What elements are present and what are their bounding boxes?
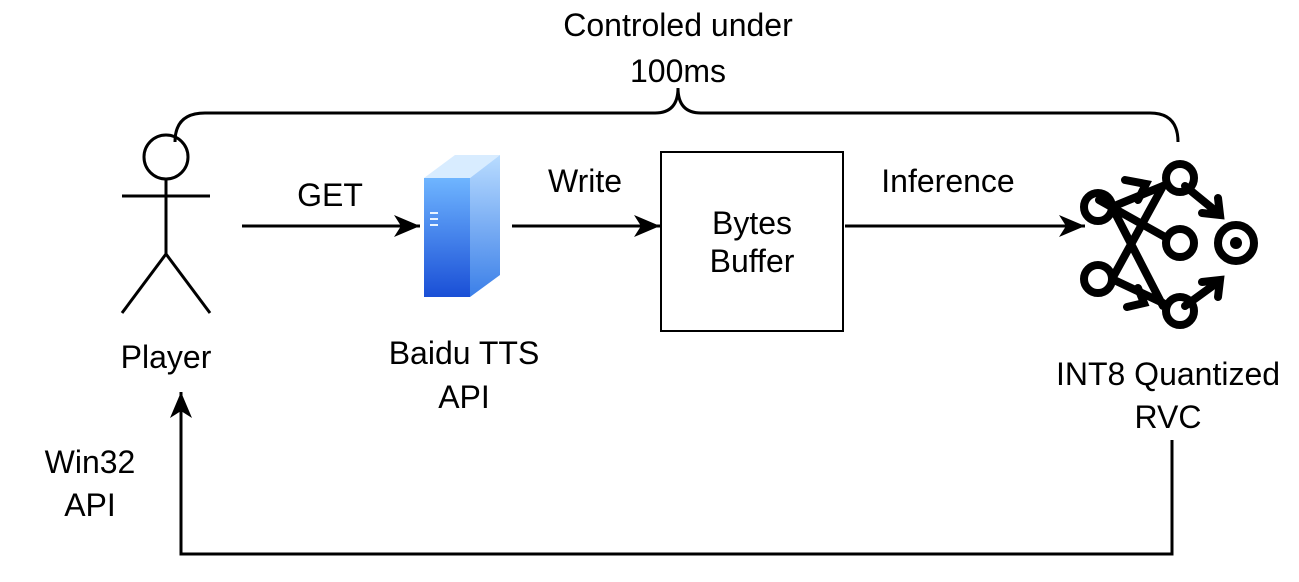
win32-label-line1: Win32	[44, 444, 136, 480]
buffer-label-line1: Bytes	[711, 204, 792, 241]
write-label: Write	[547, 163, 623, 199]
win32-return-arrow	[170, 392, 1174, 556]
get-label: GET	[297, 177, 363, 213]
server-label-line2: API	[438, 379, 490, 415]
buffer-label-line2: Buffer	[709, 242, 795, 279]
player-label: Player	[120, 339, 212, 375]
win32-label-line2: API	[64, 487, 116, 523]
server-icon	[424, 155, 500, 297]
stick-figure-icon	[120, 133, 212, 314]
model-label-line2: RVC	[1134, 399, 1202, 435]
model-label-line1: INT8 Quantized	[1055, 356, 1281, 392]
inference-label: Inference	[881, 163, 1015, 199]
bracket-label-line1: Controled under	[563, 7, 793, 43]
bytes-buffer-box: Bytes Buffer	[660, 151, 844, 332]
bracket-label-line2: 100ms	[629, 53, 727, 89]
server-label-line1: Baidu TTS	[388, 335, 540, 371]
neural-network-icon	[1080, 160, 1258, 329]
timing-bracket	[173, 87, 1180, 143]
